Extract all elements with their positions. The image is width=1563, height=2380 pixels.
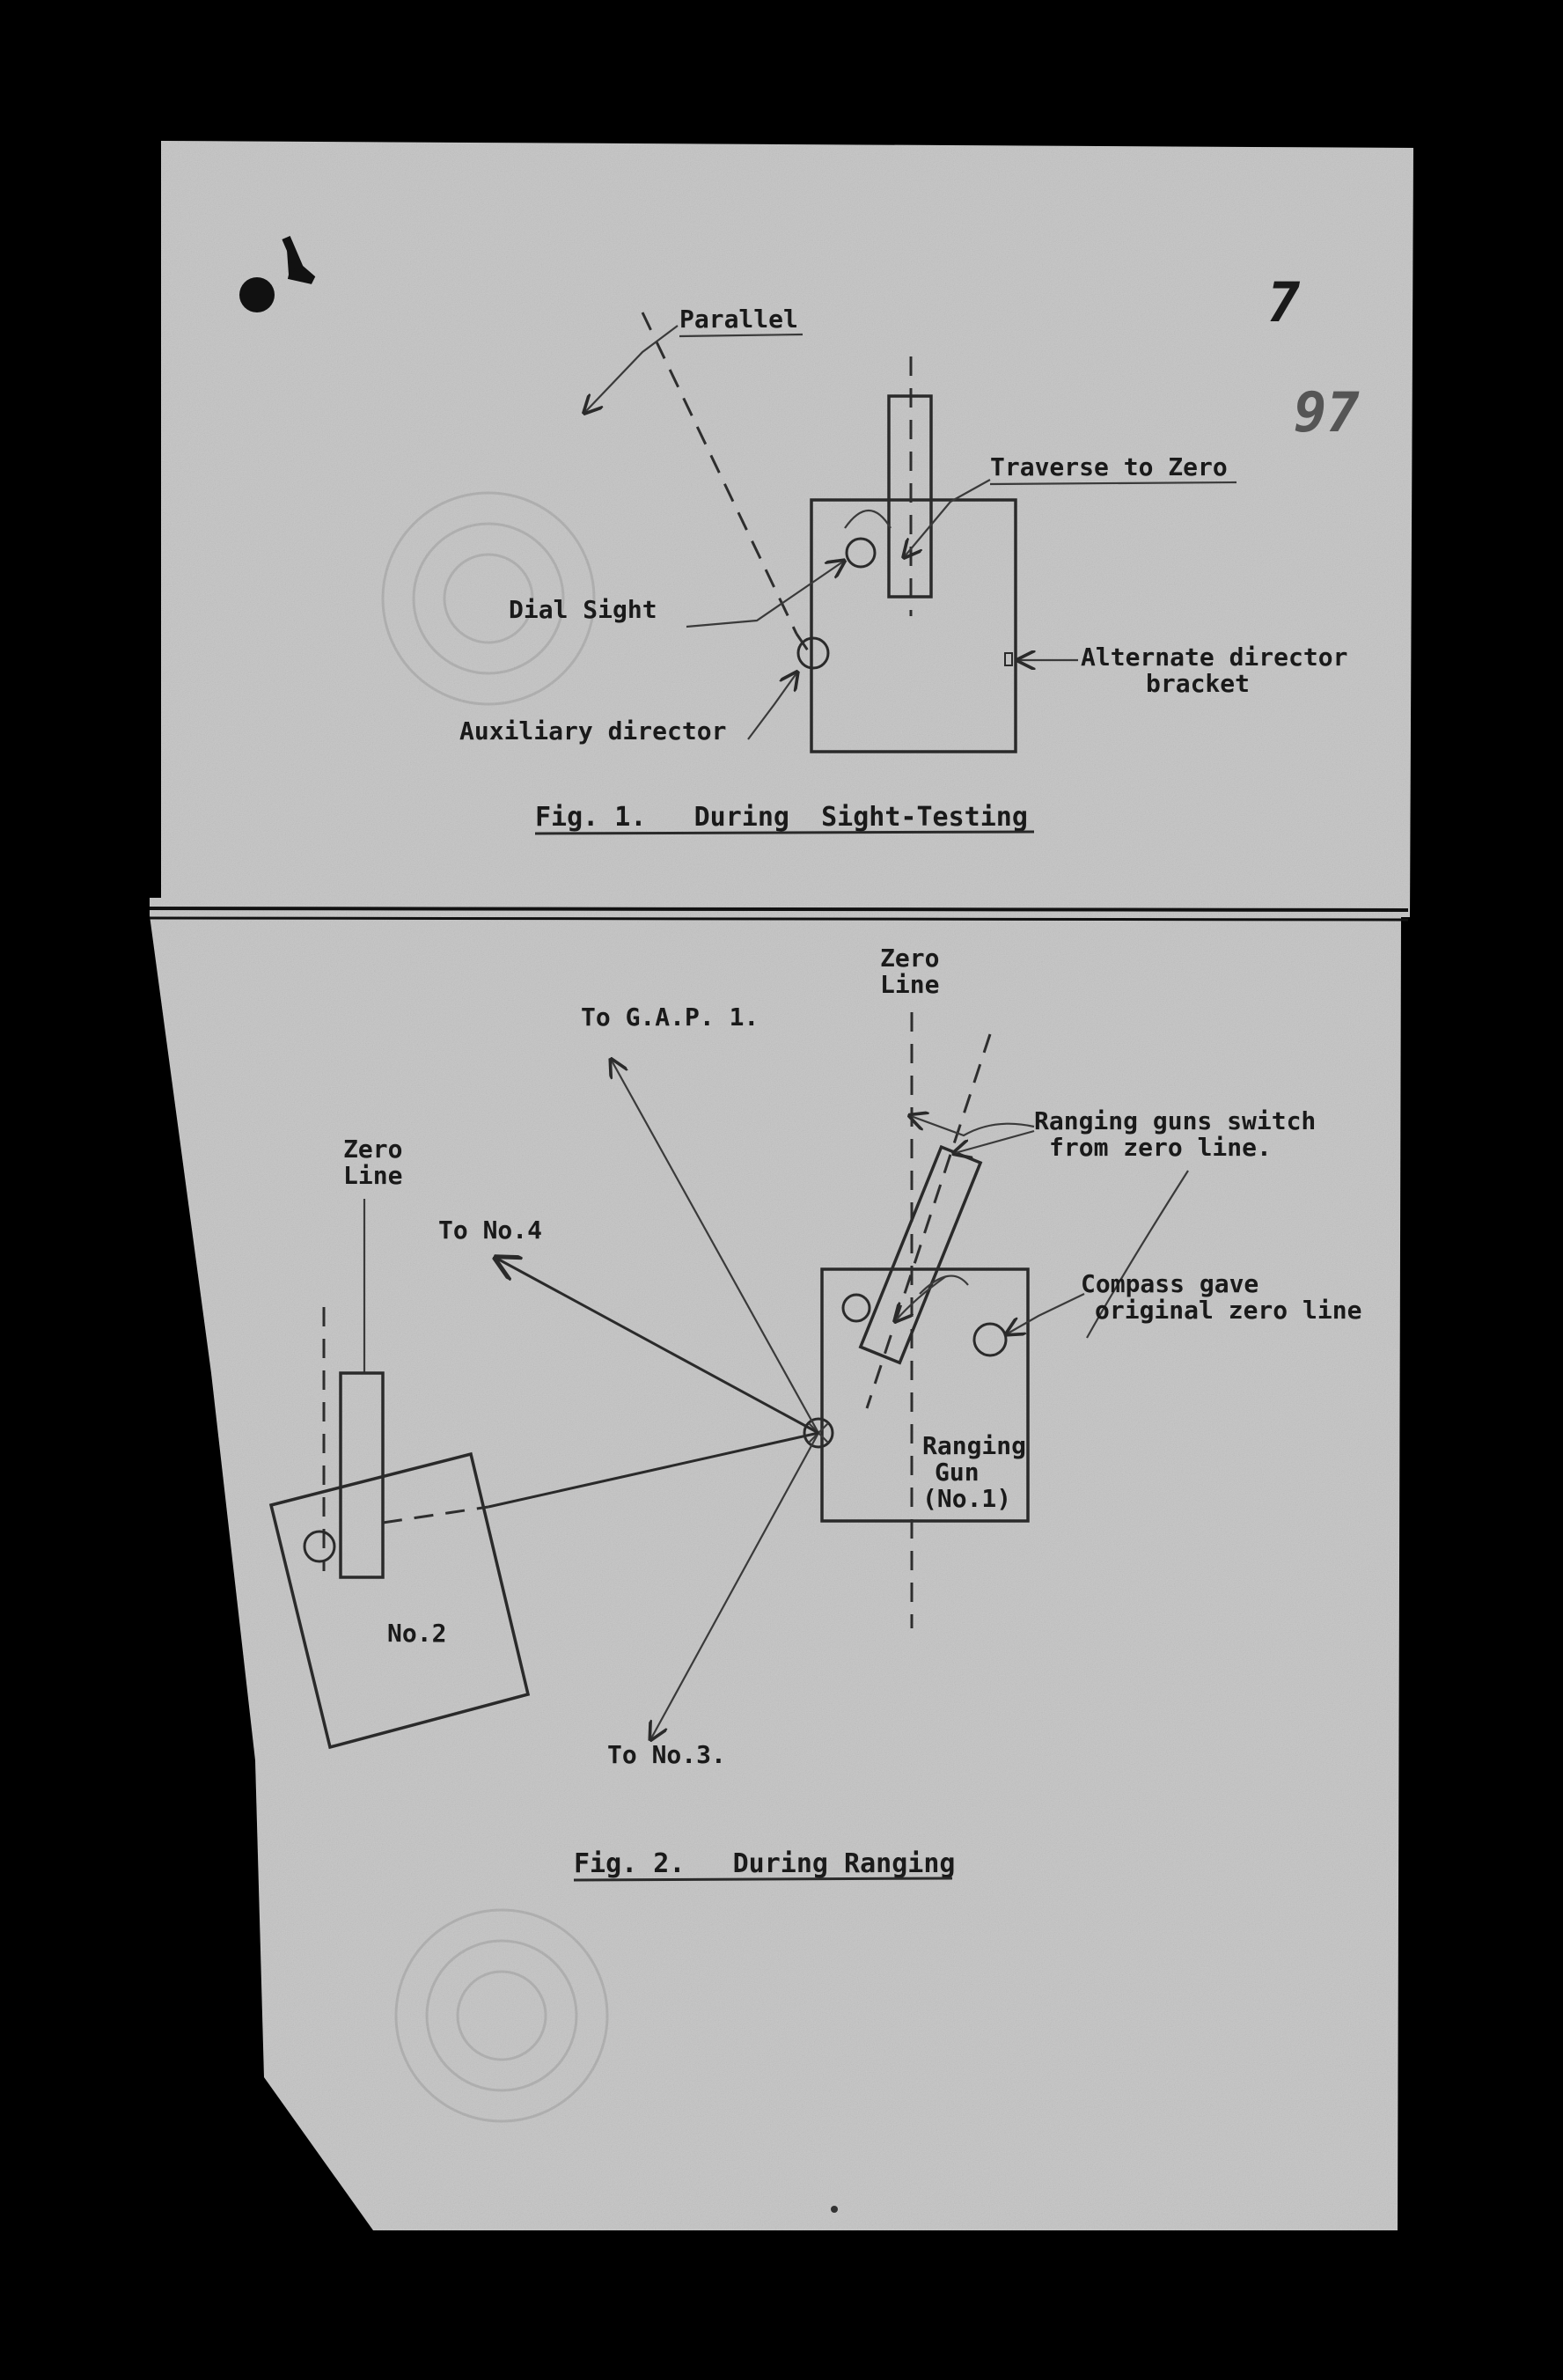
label-left-zero-bottom: Line bbox=[343, 1161, 402, 1190]
director-fig2 bbox=[803, 1417, 834, 1449]
parallel-line bbox=[641, 312, 798, 635]
parallel-leader bbox=[585, 325, 679, 412]
ranging-switch-leader bbox=[911, 1116, 1035, 1137]
bottom-dot bbox=[831, 2206, 838, 2213]
ray-to-no2 bbox=[488, 1431, 819, 1509]
traverse-leader bbox=[905, 479, 991, 556]
label-parallel: Parallel bbox=[679, 305, 798, 334]
no2-sight bbox=[303, 1530, 336, 1563]
label-gun: Gun bbox=[935, 1458, 980, 1487]
figure-2-caption: Fig. 2. During Ranging bbox=[574, 1848, 955, 1879]
gun-barrel-fig1 bbox=[887, 394, 933, 599]
ranging-sight-arc bbox=[919, 1274, 969, 1295]
paper-sheet bbox=[150, 141, 1413, 2230]
ranging-sight bbox=[841, 1293, 871, 1323]
ranging-switch-leader-2 bbox=[955, 1129, 1035, 1153]
no2-platform bbox=[268, 1451, 531, 1750]
aux-director-leader bbox=[747, 673, 796, 740]
compass bbox=[972, 1322, 1008, 1357]
label-zero-line-bottom: Line bbox=[880, 970, 939, 999]
no2-gun-barrel bbox=[339, 1371, 385, 1579]
ranging-gun-platform bbox=[820, 1267, 1030, 1523]
label-alternate-bracket: bracket bbox=[1146, 669, 1250, 698]
ink-tick bbox=[282, 236, 316, 284]
label-left-zero-top: Zero bbox=[343, 1135, 402, 1164]
underline-traverse bbox=[989, 481, 1237, 486]
dial-sight-arc bbox=[844, 510, 892, 529]
label-traverse-to-zero: Traverse to Zero bbox=[990, 452, 1228, 481]
label-ranging-switch: Ranging guns switch bbox=[1034, 1106, 1316, 1135]
gun-platform-fig1 bbox=[810, 498, 1017, 753]
underline-parallel bbox=[679, 333, 804, 338]
compass-leader-long bbox=[1086, 1170, 1189, 1339]
section-divider-bottom bbox=[149, 916, 1409, 922]
ray-to-no3 bbox=[651, 1432, 819, 1738]
alternate-bracket bbox=[1004, 652, 1013, 666]
label-to-no3: To No.3. bbox=[607, 1740, 726, 1769]
label-auxiliary-director: Auxiliary director bbox=[459, 716, 726, 746]
dial-sight bbox=[845, 537, 877, 569]
figure-1-caption-underline bbox=[534, 830, 1035, 835]
dial-sight-leader bbox=[686, 562, 843, 628]
margin-mark-number: 97 bbox=[1294, 380, 1360, 444]
faint-stamp-bottom bbox=[394, 1908, 609, 2123]
label-ranging-switch-2: from zero line. bbox=[1049, 1133, 1272, 1162]
punch-hole bbox=[239, 277, 275, 312]
ranging-switch-line bbox=[865, 1033, 992, 1409]
label-compass-gave: Compass gave bbox=[1081, 1269, 1258, 1298]
parallel-line-2 bbox=[795, 633, 813, 657]
label-zero-line-top: Zero bbox=[880, 944, 939, 973]
compass-leader bbox=[1008, 1293, 1085, 1333]
ray-to-no4 bbox=[497, 1259, 819, 1435]
label-alternate-director: Alternate director bbox=[1081, 643, 1347, 672]
label-ranging: Ranging bbox=[922, 1431, 1026, 1460]
label-to-no4: To No.4 bbox=[438, 1216, 542, 1245]
figure-1: Parallel Traverse to Zero Dial Sight Alt… bbox=[459, 305, 1347, 835]
figure-1-caption: Fig. 1. During Sight-Testing bbox=[535, 802, 1028, 833]
label-to-gap: To G.A.P. 1. bbox=[581, 1003, 759, 1032]
label-no1: (No.1) bbox=[922, 1484, 1011, 1513]
figure-2-caption-underline bbox=[573, 1877, 953, 1882]
auxiliary-director bbox=[796, 636, 830, 670]
no2-dashed-link bbox=[382, 1505, 489, 1524]
label-original-zero-line: original zero line bbox=[1095, 1296, 1361, 1325]
margin-mark-top: 7 bbox=[1267, 270, 1301, 334]
figure-2: Zero Line To G.A.P. 1. Ranging guns swit… bbox=[268, 944, 1361, 1882]
label-dial-sight: Dial Sight bbox=[509, 595, 657, 624]
ray-to-gap bbox=[612, 1061, 819, 1434]
ranging-arc-leader bbox=[896, 1275, 947, 1320]
section-divider-top bbox=[149, 907, 1409, 912]
faint-stamp-top bbox=[381, 491, 596, 706]
label-no2: No.2 bbox=[387, 1619, 446, 1648]
